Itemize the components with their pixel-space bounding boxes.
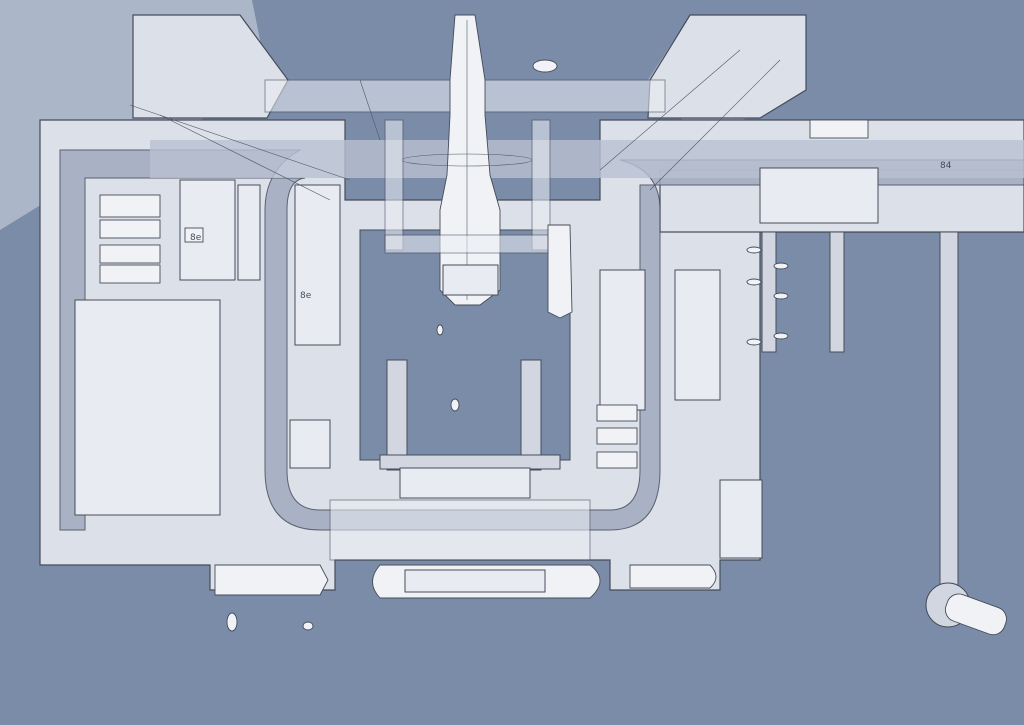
building-tag-2: 8e: [300, 291, 312, 301]
lower-gantry: [329, 499, 591, 561]
dock-shed: [674, 269, 721, 401]
boat-5: [436, 324, 444, 336]
ship-bottom-left: [214, 564, 329, 596]
boat-3: [302, 621, 314, 631]
perspective-lines: [129, 49, 781, 201]
east-boats: [746, 246, 789, 346]
pier-right: [520, 359, 542, 471]
right-vehicles: [596, 404, 638, 469]
pad-capsule: [944, 593, 1007, 636]
truck-top-right: [809, 119, 869, 139]
hangar-drum: [289, 419, 331, 469]
jetty-1: [761, 231, 777, 353]
road-marker-label: 84: [940, 161, 952, 171]
control-building: [294, 184, 341, 346]
depot-group: [99, 179, 261, 284]
lower-terminal: [399, 467, 531, 499]
warehouse: [74, 299, 221, 516]
ship-bottom-right: [629, 564, 717, 589]
east-depot: [759, 167, 879, 224]
pier-left: [386, 359, 408, 471]
long-building-right: [599, 269, 646, 411]
building-tag-1: 8e: [190, 233, 202, 243]
ship-east: [719, 479, 763, 559]
boat-1: [532, 59, 558, 73]
boat-2: [226, 612, 238, 632]
ship-right-dock: [547, 224, 573, 319]
airship: [401, 14, 533, 306]
boat-4: [450, 398, 460, 412]
jetty-2: [829, 231, 845, 353]
